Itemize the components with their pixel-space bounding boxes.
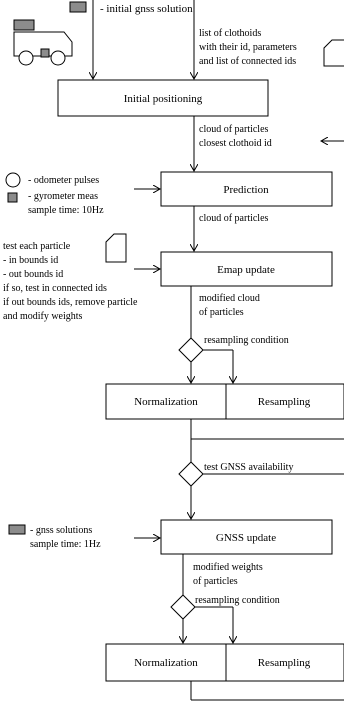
initial-positioning-label: Initial positioning — [124, 93, 203, 105]
map-document-icon — [323, 39, 344, 67]
cloud-note: cloud of particles — [199, 213, 269, 224]
gnss-legend-icon — [69, 1, 87, 13]
gnss-solutions-label: - gnss solutions — [30, 525, 92, 536]
sample-10hz-label: sample time: 10Hz — [28, 205, 104, 216]
prediction-box — [160, 171, 333, 207]
gnss-update-label: GNSS update — [216, 532, 276, 544]
clothoids-note: list of clothoids with their id, paramet… — [199, 28, 299, 67]
test-gnss-label: test GNSS availability — [204, 462, 293, 473]
modified-weights-note: modified weights of particles — [193, 562, 265, 587]
document-icon — [105, 233, 127, 263]
gnss-solutions-icon — [8, 524, 26, 535]
resampling-1-label: Resampling — [258, 396, 311, 408]
resampling-2-label: Resampling — [258, 657, 311, 669]
resampling-condition-2-label: resampling condition — [195, 595, 280, 606]
odometer-icon — [5, 172, 21, 188]
modified-cloud-note: modified cloud of particles — [199, 293, 262, 318]
initial-positioning-box — [57, 79, 269, 117]
odometer-label: - odometer pulses — [28, 175, 99, 186]
normalization-2-label: Normalization — [134, 657, 198, 669]
cloud-closest-note: cloud of particles closest clothoid id — [199, 124, 272, 149]
gnss-update-box — [160, 519, 333, 555]
resampling-condition-1-label: resampling condition — [204, 335, 289, 346]
resampling-box-1 — [225, 383, 344, 420]
emap-update-box — [160, 251, 333, 287]
gyrometer-label: - gyrometer meas — [28, 191, 98, 202]
resampling-decision-2 — [170, 594, 196, 620]
sample-1hz-label: sample time: 1Hz — [30, 539, 101, 550]
emap-update-label: Emap update — [217, 264, 275, 276]
prediction-label: Prediction — [223, 184, 269, 196]
normalization-box-2 — [105, 643, 227, 682]
gnss-availability-decision — [178, 461, 204, 487]
gyrometer-icon — [7, 192, 18, 203]
normalization-1-label: Normalization — [134, 396, 198, 408]
resampling-decision-1 — [178, 337, 204, 363]
normalization-box-1 — [105, 383, 227, 420]
gnss-initial-label: - initial gnss solution — [100, 3, 193, 15]
vehicle-icon — [13, 19, 73, 66]
test-particle-note: test each particle - in bounds id - out … — [3, 241, 140, 322]
resampling-box-2 — [225, 643, 344, 682]
